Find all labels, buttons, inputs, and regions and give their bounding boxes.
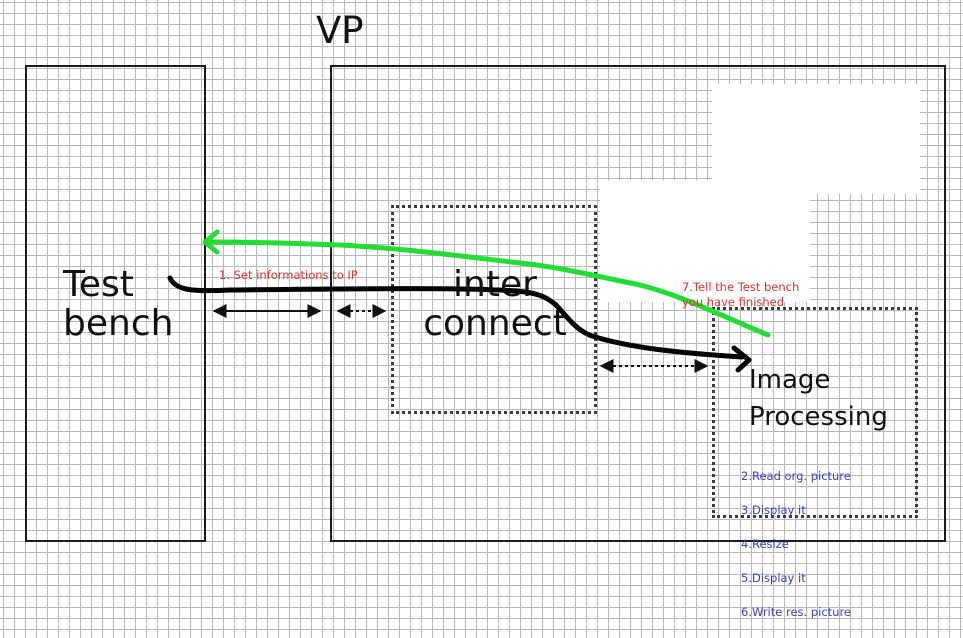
testbench-label: Test bench (63, 264, 174, 344)
testbench-box (25, 65, 206, 542)
request-path (167, 275, 745, 360)
vp-title: VP (316, 9, 364, 52)
ip-step-5: 5.Display it (741, 571, 806, 586)
connection-arrows (167, 229, 771, 373)
ip-step-3: 3.Display it (741, 503, 806, 518)
ip-step-4: 4.Resize (741, 537, 789, 552)
ip-step-2: 2.Read org. picture (741, 469, 851, 484)
ip-step-6: 6.Write res. picture (741, 605, 852, 620)
image-processing-box (712, 307, 918, 518)
ip-steps-list: 2.Read org. picture 3.Display it 4.Resiz… (741, 451, 851, 638)
image-processing-label: Image Processing (749, 365, 888, 432)
return-path (203, 239, 771, 338)
vp-box (330, 65, 946, 542)
return-path-arrowhead (202, 229, 220, 255)
request-path-arrowhead (731, 345, 752, 373)
step7-annotation: 7.Tell the Test bench you have finished (682, 280, 800, 309)
interconnect-box (391, 205, 597, 414)
step1-annotation: 1. Set informations to IP (219, 268, 358, 282)
erased-region-top-right (712, 84, 920, 194)
interconnect-label: inter connect (423, 264, 567, 344)
